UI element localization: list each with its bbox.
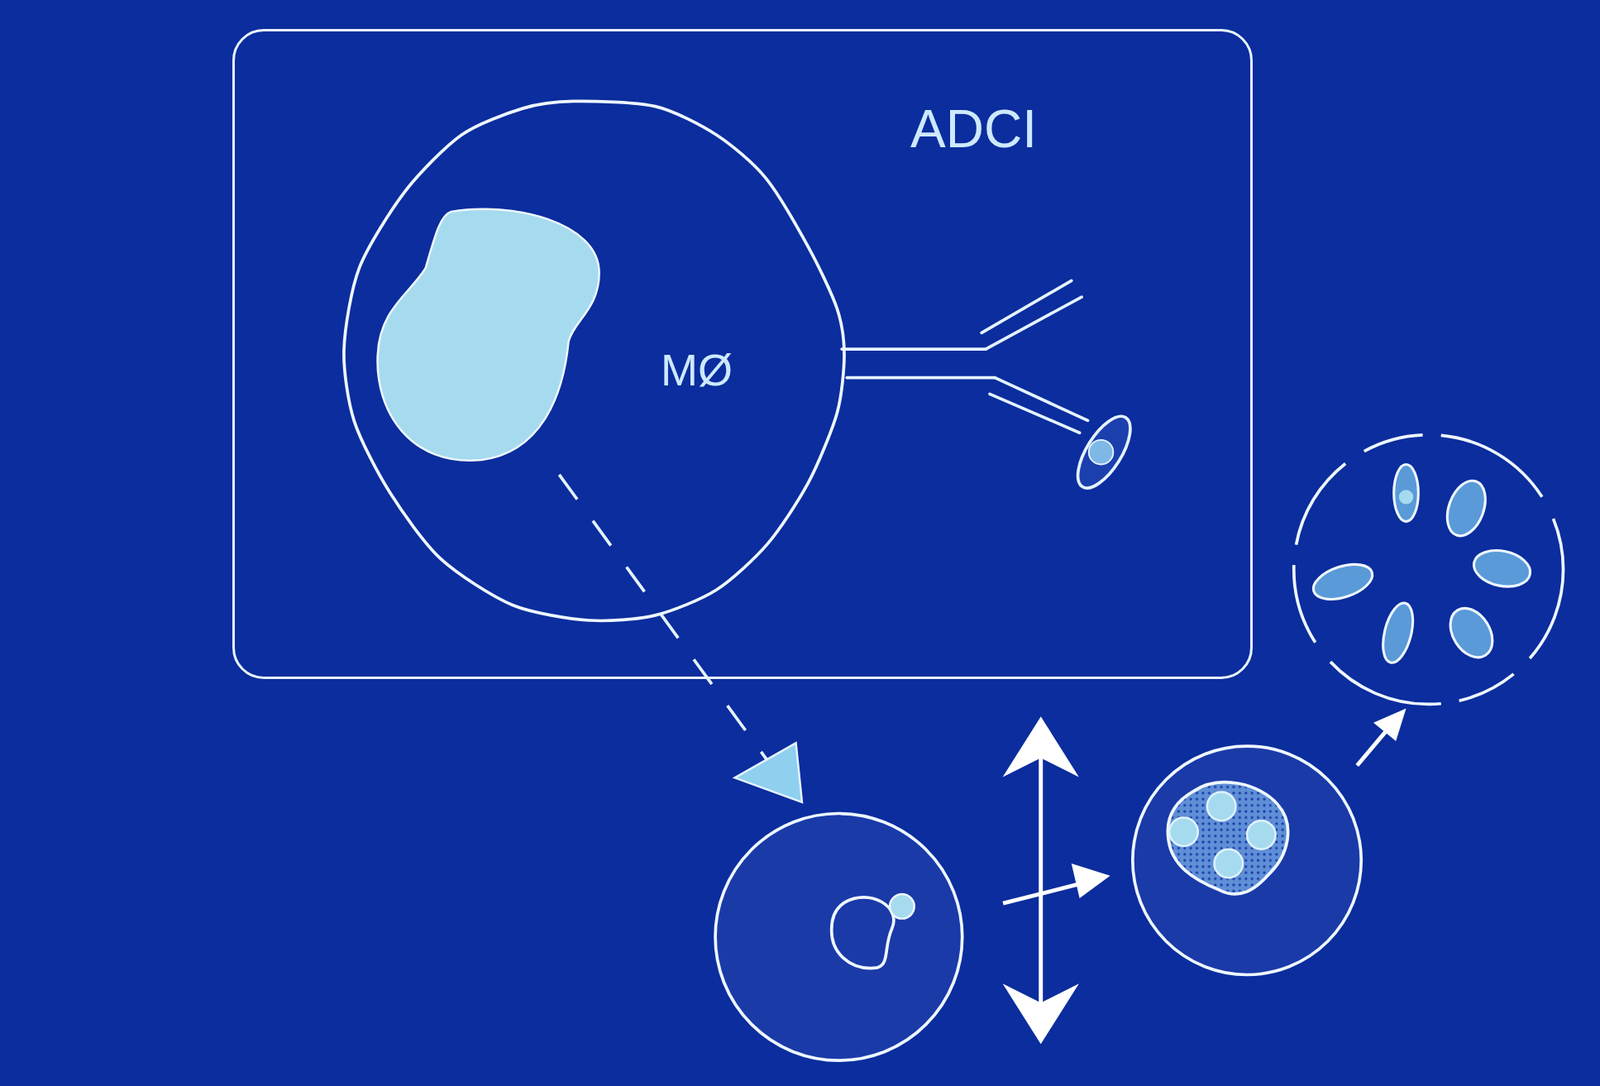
merozoite-body	[1067, 408, 1141, 497]
cell-label: MØ	[660, 347, 733, 392]
arrow-head	[1003, 984, 1078, 1043]
merozoite	[1394, 463, 1419, 521]
merozoite	[1470, 545, 1534, 592]
arrow-shaft	[1038, 745, 1043, 1016]
ring-parasite	[831, 897, 894, 969]
antibody-arm	[989, 393, 1080, 433]
nucleus	[1207, 792, 1237, 822]
released-merozoites	[1308, 463, 1534, 665]
ruptured-cell	[1294, 434, 1564, 705]
merozoite	[1308, 557, 1377, 606]
cell-outline-layer	[343, 99, 845, 621]
merozoite	[1440, 475, 1493, 541]
macrophage-nucleus	[377, 209, 600, 461]
antibody-stem	[841, 347, 986, 351]
antibody-arm	[985, 296, 1082, 349]
arrow-shaft	[1356, 726, 1390, 766]
antibody	[841, 280, 1088, 433]
macrophage-membrane	[343, 100, 845, 621]
arrow-head	[1003, 717, 1078, 776]
arrow-shaft	[1002, 882, 1084, 903]
double-arrow	[1003, 717, 1078, 1044]
parasite-nucleus	[889, 893, 915, 919]
red-blood-cell	[715, 813, 963, 1061]
merozoite	[1067, 408, 1141, 497]
schizont-nuclei	[1169, 792, 1276, 879]
merozoite-nucleus	[1399, 489, 1414, 504]
assay-box: MØ ADCI	[232, 28, 1253, 679]
nucleus	[1169, 816, 1199, 846]
nucleus	[1214, 849, 1244, 879]
merozoite-nucleus	[1088, 439, 1114, 465]
box-heading: ADCI	[910, 102, 1037, 156]
merozoite	[1377, 599, 1419, 666]
arrow-head	[1071, 863, 1111, 898]
dashed-arrow	[558, 474, 768, 761]
schizont	[1167, 782, 1288, 894]
antibody-arm	[994, 377, 1088, 421]
red-blood-cell	[1132, 745, 1362, 975]
antibody-arm	[981, 280, 1072, 333]
antibody-stem	[846, 376, 995, 380]
merozoite	[1442, 600, 1502, 665]
nucleus	[1246, 820, 1276, 850]
arrow-head	[735, 742, 803, 803]
macrophage: MØ	[343, 99, 845, 621]
arrow-head	[1373, 707, 1406, 741]
